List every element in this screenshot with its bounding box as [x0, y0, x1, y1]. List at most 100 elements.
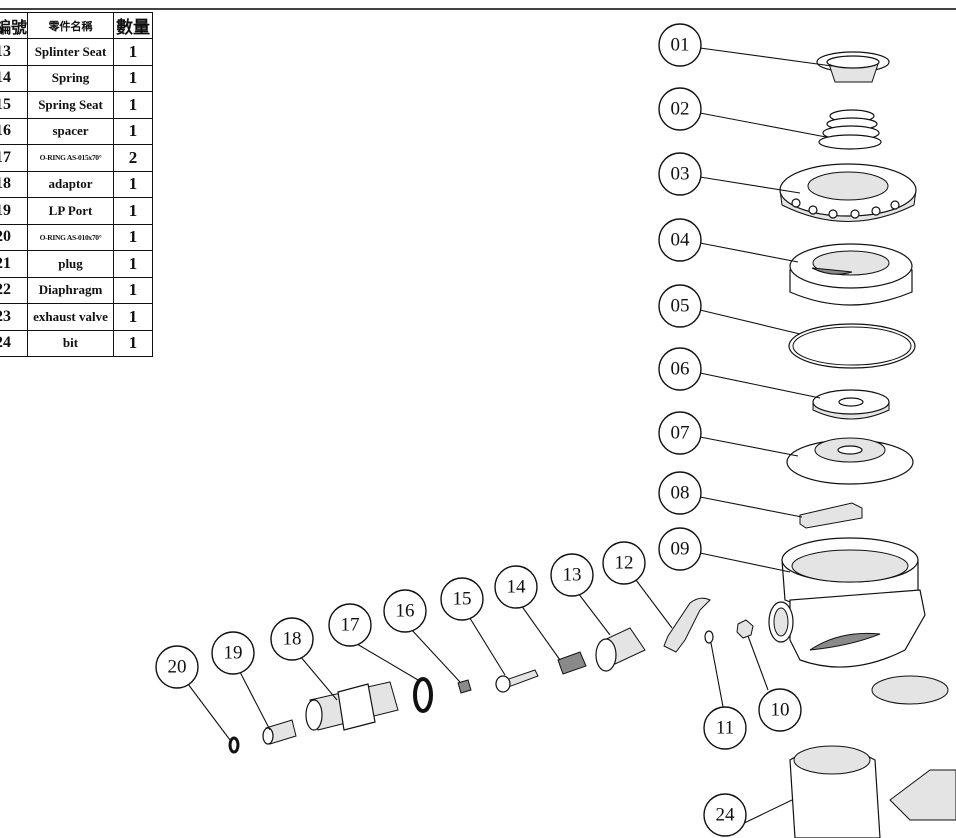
callout-label: 03 [671, 164, 690, 185]
table-row: 17O-RING AS-015x70°2 [0, 144, 154, 172]
callout-label: 14 [507, 577, 527, 598]
table-row: 21plug1 [0, 250, 154, 278]
part-02-spring [818, 109, 882, 150]
row-qty: 1 [113, 329, 154, 357]
row-qty: 1 [113, 64, 154, 92]
callout-02: 02 [658, 87, 702, 131]
callout-label: 24 [716, 805, 736, 826]
callout-label: 08 [671, 483, 690, 504]
row-qty: 1 [113, 38, 154, 66]
row-number: 21 [0, 250, 29, 278]
callout-label: 11 [716, 718, 734, 739]
part-10-nut [736, 619, 754, 639]
part-11-washer [704, 630, 714, 644]
row-number: 13 [0, 38, 29, 66]
row-number: 19 [0, 197, 29, 225]
callout-label: 04 [671, 230, 691, 251]
callout-16: 16 [383, 589, 427, 633]
callout-label: 02 [671, 99, 690, 120]
callout-01: 01 [658, 23, 702, 67]
part-17-o-ring [413, 677, 433, 713]
callout-24: 24 [703, 793, 747, 837]
part-08-lever [799, 502, 863, 529]
row-number: 20 [0, 223, 29, 251]
callout-06: 06 [658, 347, 702, 391]
row-name: Diaphragm [27, 276, 115, 304]
callout-label: 20 [168, 657, 187, 678]
table-row: 20O-RING AS-010x70°1 [0, 223, 154, 251]
row-name: O-RING AS-010x70° [27, 223, 115, 251]
part-07-diaphragm [786, 437, 914, 485]
callout-label: 19 [224, 643, 243, 664]
row-qty: 1 [113, 170, 154, 198]
part-18-adaptor [305, 681, 399, 731]
row-number: 24 [0, 329, 29, 357]
callout-15: 15 [440, 577, 484, 621]
callout-label: 18 [283, 629, 302, 650]
callout-label: 06 [671, 359, 690, 380]
part-exhaust-cover [871, 675, 949, 705]
leader-lines [187, 47, 833, 827]
part-13-splinter-seat [595, 627, 646, 672]
callout-label: 16 [396, 601, 415, 622]
header-part-name: 零件名稱 [27, 12, 115, 39]
row-name: exhaust valve [27, 303, 115, 331]
part-12-lever-arm [663, 597, 711, 653]
row-number: 16 [0, 117, 29, 145]
part-01-cap [816, 51, 890, 83]
callout-label: 09 [671, 539, 690, 560]
header-quantity: 數量 [113, 12, 154, 39]
part-19-lp-port [262, 719, 297, 745]
part-16-spacer [457, 679, 472, 694]
part-04-valve-housing [789, 243, 913, 306]
callout-08: 08 [658, 471, 702, 515]
callout-20: 20 [155, 645, 199, 689]
callout-05: 05 [658, 284, 702, 328]
row-number: 18 [0, 170, 29, 198]
callout-label: 01 [671, 35, 690, 56]
callout-label: 17 [341, 615, 360, 636]
row-name: O-RING AS-015x70° [27, 144, 115, 172]
callout-12: 12 [602, 541, 646, 585]
row-name: LP Port [27, 197, 115, 225]
callout-label: 07 [671, 423, 690, 444]
callout-label: 13 [563, 565, 582, 586]
part-03-ring-cover [779, 163, 917, 222]
row-qty: 1 [113, 250, 154, 278]
row-name: spacer [27, 117, 115, 145]
row-number: 15 [0, 91, 29, 119]
table-row: 18adaptor1 [0, 170, 154, 198]
callout-03: 03 [658, 152, 702, 196]
callout-09: 09 [658, 527, 702, 571]
callout-19: 19 [211, 631, 255, 675]
part-14-spring [557, 651, 587, 675]
callout-07: 07 [658, 411, 702, 455]
callout-10: 10 [758, 688, 802, 732]
header-number: 編號 [0, 12, 29, 39]
callout-18: 18 [270, 617, 314, 661]
row-name: Spring Seat [27, 91, 115, 119]
row-qty: 1 [113, 117, 154, 145]
row-name: bit [27, 329, 115, 357]
row-number: 22 [0, 276, 29, 304]
part-15-spring-seat [495, 669, 539, 693]
callout-11: 11 [703, 706, 747, 750]
callout-label: 15 [453, 589, 472, 610]
top-border-line [0, 8, 956, 10]
row-qty: 1 [113, 223, 154, 251]
callout-04: 04 [658, 218, 702, 262]
row-name: adaptor [27, 170, 115, 198]
part-06-washer [812, 389, 890, 420]
callout-label: 12 [615, 553, 634, 574]
row-qty: 1 [113, 197, 154, 225]
row-number: 17 [0, 144, 29, 172]
callout-13: 13 [550, 553, 594, 597]
